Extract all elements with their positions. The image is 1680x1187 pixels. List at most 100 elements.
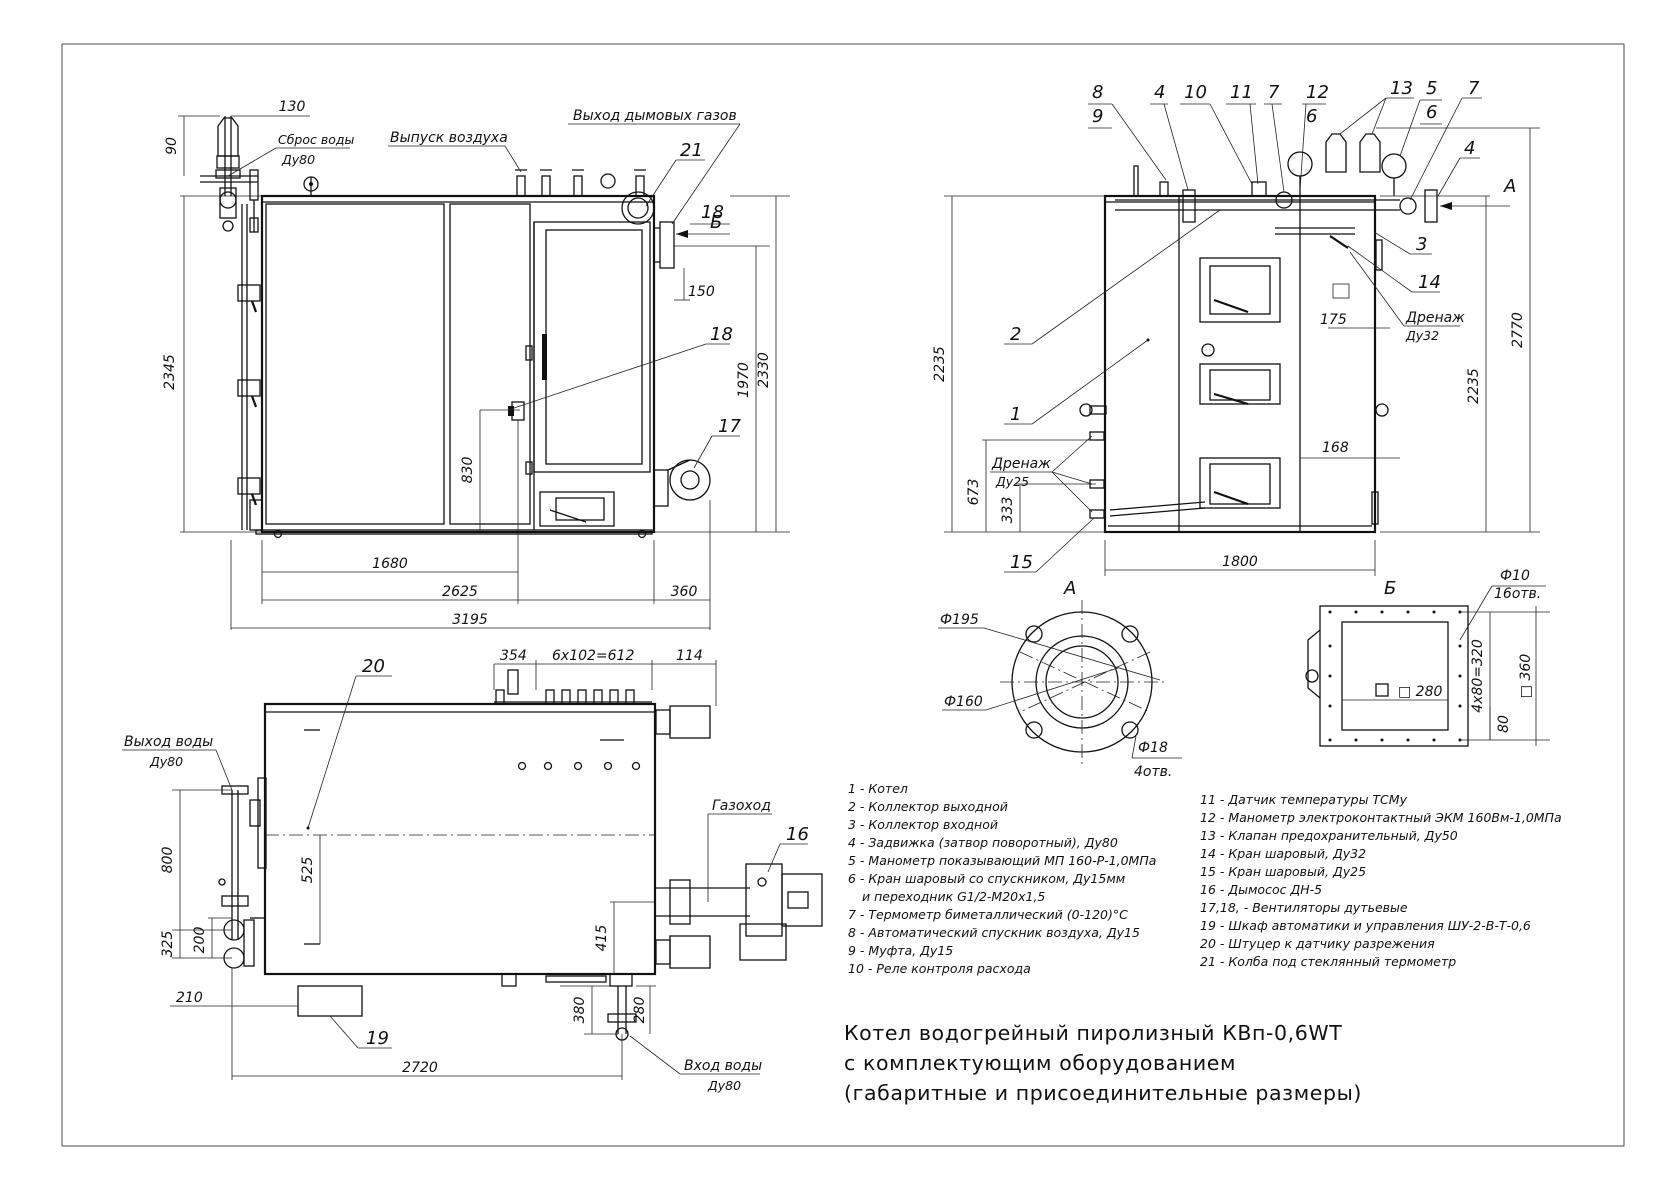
legend-left: 1 - Котел 2 - Коллектор выходной 3 - Кол… <box>848 781 1156 976</box>
legend-left-item: и переходник G1/2-M20х1,5 <box>862 889 1045 904</box>
dim-380: 380 <box>572 997 588 1024</box>
dim-80: 80 <box>1496 715 1512 733</box>
side-dimensions: 8 9 4 10 11 7 12 6 13 5 6 7 4 А <box>932 78 1540 576</box>
dim-415: 415 <box>594 925 610 952</box>
title-block: Котел водогрейный пиролизный КВп-0,6WT с… <box>844 1021 1361 1105</box>
dim-2770: 2770 <box>1510 312 1526 348</box>
callout-4-b: 4 <box>1464 138 1475 159</box>
legend-left-item: 9 - Муфта, Ду15 <box>848 943 953 958</box>
callout-17: 17 <box>718 416 741 437</box>
dim-130: 130 <box>279 99 306 115</box>
label-4otv: 4отв. <box>1134 764 1172 780</box>
callout-9: 9 <box>1092 106 1103 127</box>
legend-right-item: 21 - Колба под стеклянный термометр <box>1200 954 1456 969</box>
legend-right-item: 12 - Манометр электроконтактный ЭКМ 160В… <box>1200 810 1562 825</box>
legend-right-item: 13 - Клапан предохранительный, Ду50 <box>1200 828 1458 843</box>
plan-dimensions: 354 6х102=612 114 20 Выход воды Ду80 800… <box>122 648 809 1093</box>
label-vypusk: Выпуск воздуха <box>390 130 508 146</box>
label-16otv: 16отв. <box>1494 586 1541 602</box>
legend-right-item: 14 - Кран шаровый, Ду32 <box>1200 846 1366 861</box>
callout-7-a: 7 <box>1268 82 1280 103</box>
label-vkhod-vody: Вход воды <box>684 1058 762 1074</box>
dim-2345: 2345 <box>162 354 178 390</box>
dim-114: 114 <box>676 648 703 664</box>
callout-10: 10 <box>1184 82 1207 103</box>
dim-673: 673 <box>966 479 982 506</box>
legend-right-item: 20 - Штуцер к датчику разрежения <box>1200 936 1435 951</box>
callout-19: 19 <box>366 1028 389 1049</box>
view-a-arrow: А <box>1503 176 1516 197</box>
dim-280: 280 <box>632 997 648 1024</box>
legend-right-item: 19 - Шкаф автоматики и управления ШУ-2-В… <box>1200 918 1531 933</box>
title-line-1: Котел водогрейный пиролизный КВп-0,6WT <box>844 1021 1342 1045</box>
callout-20: 20 <box>362 656 385 677</box>
label-du25: Ду25 <box>995 474 1029 489</box>
callout-14: 14 <box>1418 272 1441 293</box>
label-drenazh-b: Дренаж <box>991 456 1051 472</box>
dim-525: 525 <box>300 857 316 884</box>
dim-333: 333 <box>1000 497 1016 524</box>
dim-168: 168 <box>1322 440 1349 456</box>
dim-360-a: 360 <box>671 584 698 600</box>
legend-right-item: 11 - Датчик температуры ТСМу <box>1200 792 1408 807</box>
label-gazokhod: Газоход <box>712 798 771 814</box>
label-phi160: Ф160 <box>944 694 983 710</box>
dim-150: 150 <box>688 284 715 300</box>
legend-right: 11 - Датчик температуры ТСМу 12 - Маноме… <box>1200 792 1562 969</box>
callout-5: 5 <box>1426 78 1437 99</box>
callout-3: 3 <box>1416 234 1427 255</box>
callout-16: 16 <box>786 824 809 845</box>
label-du32: Ду32 <box>1405 328 1439 343</box>
callout-7-b: 7 <box>1468 78 1480 99</box>
label-du80-c: Ду80 <box>707 1078 741 1093</box>
legend-right-item: 16 - Дымосос ДН-5 <box>1200 882 1322 897</box>
legend-right-item: 17,18, - Вентиляторы дутьевые <box>1200 900 1408 915</box>
side-view <box>1079 133 1438 534</box>
dim-90: 90 <box>164 137 180 155</box>
legend-left-item: 1 - Котел <box>848 781 908 796</box>
view-b-title: Б <box>1384 578 1396 599</box>
title-line-2: с комплектующим оборудованием <box>844 1051 1236 1075</box>
view-a-title: А <box>1063 578 1076 599</box>
label-phi195: Ф195 <box>940 612 979 628</box>
callout-2: 2 <box>1010 324 1021 345</box>
plan-view <box>218 669 823 1041</box>
legend-left-item: 2 - Коллектор выходной <box>848 799 1008 814</box>
front-dimensions: 2345 90 130 Сброс воды Ду80 Выпуск возду… <box>162 99 790 630</box>
dim-210: 210 <box>176 990 203 1006</box>
callout-13: 13 <box>1390 78 1413 99</box>
label-du80-b: Ду80 <box>149 754 183 769</box>
callout-18: 18 <box>710 324 733 345</box>
callout-6-b: 6 <box>1426 102 1437 123</box>
legend-left-item: 6 - Кран шаровый со спускником, Ду15мм <box>848 871 1125 886</box>
dim-2235-r: 2235 <box>1466 368 1482 404</box>
view-b-arrow: Б <box>710 212 722 233</box>
dim-175: 175 <box>1320 312 1347 328</box>
callout-21: 21 <box>680 140 703 161</box>
callout-11: 11 <box>1230 82 1253 103</box>
label-vykhod-dym: Выход дымовых газов <box>573 108 737 124</box>
dim-1970: 1970 <box>736 362 752 398</box>
label-sq360: □ 360 <box>1518 654 1534 698</box>
dim-1680: 1680 <box>372 556 408 572</box>
cabinet-19 <box>297 985 363 1017</box>
dim-830: 830 <box>460 457 476 484</box>
dim-800: 800 <box>160 847 176 874</box>
callout-8: 8 <box>1092 82 1103 103</box>
label-drenazh-a: Дренаж <box>1405 310 1465 326</box>
label-vykhod-vody: Выход воды <box>124 734 213 750</box>
dim-200: 200 <box>192 927 208 954</box>
callout-1: 1 <box>1010 404 1021 425</box>
dim-2235-l: 2235 <box>932 346 948 382</box>
legend-left-item: 5 - Манометр показывающий МП 160-Р-1,0МП… <box>848 853 1156 868</box>
plan-body <box>263 702 657 976</box>
legend-left-item: 3 - Коллектор входной <box>848 817 998 832</box>
label-4x80: 4х80=320 <box>1470 639 1486 713</box>
door-frame <box>533 221 651 473</box>
dim-2625: 2625 <box>442 584 478 600</box>
front-view <box>200 116 711 539</box>
legend-left-item: 10 - Реле контроля расхода <box>848 961 1031 976</box>
view-b: Б □ 280 Ф10 16отв. 4х80=320 □ 360 80 <box>1305 568 1550 747</box>
label-phi18: Ф18 <box>1138 740 1168 756</box>
dim-325: 325 <box>160 931 176 958</box>
